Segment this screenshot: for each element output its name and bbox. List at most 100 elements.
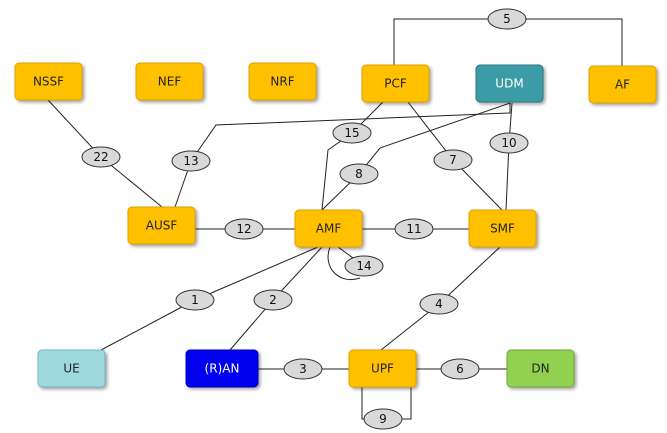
connector-line	[438, 246, 501, 305]
node-box	[14, 62, 83, 101]
node-udm: UDM	[475, 64, 544, 103]
reference-point-label: 11	[406, 222, 421, 236]
reference-point-label: 14	[356, 259, 371, 273]
reference-point-11: 11	[394, 218, 434, 240]
reference-point-1: 1	[175, 289, 215, 311]
node-box	[185, 349, 259, 388]
reference-point-oval	[489, 132, 529, 154]
node-box	[348, 349, 417, 388]
node-label: NRF	[270, 75, 294, 89]
reference-point-10: 10	[489, 132, 529, 154]
node-ran: (R)AN	[185, 349, 259, 388]
node-nrf: NRF	[248, 62, 317, 101]
reference-point-oval	[419, 293, 459, 315]
reference-point-9: 9	[363, 408, 403, 430]
node-label: (R)AN	[205, 362, 240, 376]
connector-line	[47, 99, 102, 158]
reference-point-22: 22	[81, 146, 121, 168]
reference-point-label: 8	[355, 167, 363, 181]
node-amf: AMF	[294, 209, 363, 248]
node-label: AMF	[316, 222, 342, 236]
node-box	[294, 209, 363, 248]
node-label: NSSF	[33, 75, 64, 89]
node-ausf: AUSF	[127, 206, 196, 245]
node-label: UPF	[371, 362, 394, 376]
connector-line	[361, 387, 366, 420]
node-label: AF	[615, 78, 630, 92]
reference-point-15: 15	[332, 122, 372, 144]
reference-point-oval	[81, 146, 121, 168]
reference-point-5: 5	[487, 8, 527, 30]
connector-line	[327, 246, 361, 280]
node-label: PCF	[384, 77, 407, 91]
reference-point-oval	[344, 255, 384, 277]
node-box	[127, 206, 196, 245]
node-label: SMF	[490, 222, 515, 236]
node-smf: SMF	[468, 209, 537, 248]
reference-point-label: 7	[449, 153, 457, 167]
node-af: AF	[588, 65, 657, 104]
node-box	[37, 349, 106, 388]
reference-point-14: 14	[344, 255, 384, 277]
reference-point-oval	[440, 358, 480, 380]
reference-point-4: 4	[419, 293, 459, 315]
node-nssf: NSSF	[14, 62, 83, 101]
reference-point-oval	[332, 122, 372, 144]
node-label: UE	[63, 362, 79, 376]
reference-point-2: 2	[253, 289, 293, 311]
reference-point-label: 15	[344, 126, 359, 140]
reference-point-6: 6	[440, 358, 480, 380]
node-upf: UPF	[348, 349, 417, 388]
reference-point-label: 2	[269, 293, 277, 307]
reference-point-label: 13	[183, 154, 198, 168]
reference-point-7: 7	[433, 149, 473, 171]
connector-line	[400, 387, 412, 420]
reference-point-label: 1	[191, 293, 199, 307]
node-nef: NEF	[135, 62, 204, 101]
node-dn: DN	[506, 349, 575, 388]
reference-point-oval	[394, 218, 434, 240]
reference-point-label: 3	[299, 362, 307, 376]
reference-point-label: 10	[501, 136, 516, 150]
node-box	[588, 65, 657, 104]
reference-point-oval	[253, 289, 293, 311]
reference-point-oval	[339, 163, 379, 185]
connector-line	[505, 142, 510, 211]
node-box	[248, 62, 317, 101]
reference-point-label: 12	[236, 222, 251, 236]
reference-point-label: 6	[456, 362, 464, 376]
reference-point-label: 9	[379, 412, 387, 426]
reference-point-label: 4	[435, 297, 443, 311]
node-box	[475, 64, 544, 103]
reference-point-oval	[487, 8, 527, 30]
node-label: AUSF	[146, 219, 178, 233]
reference-point-oval	[171, 150, 211, 172]
reference-point-label: 22	[93, 150, 108, 164]
connector-line	[393, 18, 488, 65]
node-box	[361, 64, 430, 103]
node-label: DN	[531, 362, 549, 376]
node-box	[135, 62, 204, 101]
node-box	[506, 349, 575, 388]
reference-point-oval	[175, 289, 215, 311]
node-label: NEF	[158, 75, 182, 89]
node-pcf: PCF	[361, 64, 430, 103]
connector-line	[526, 18, 623, 66]
reference-point-oval	[433, 149, 473, 171]
reference-point-label: 5	[503, 12, 511, 26]
reference-point-13: 13	[171, 150, 211, 172]
reference-point-8: 8	[339, 163, 379, 185]
node-label: UDM	[495, 77, 523, 91]
reference-point-oval	[283, 358, 323, 380]
reference-point-oval	[224, 218, 264, 240]
connector-line	[100, 299, 196, 351]
node-box	[468, 209, 537, 248]
reference-point-oval	[363, 408, 403, 430]
connector-line	[190, 103, 511, 162]
reference-point-12: 12	[224, 218, 264, 240]
reference-point-3: 3	[283, 358, 323, 380]
node-ue: UE	[37, 349, 106, 388]
connector-line	[194, 246, 319, 301]
